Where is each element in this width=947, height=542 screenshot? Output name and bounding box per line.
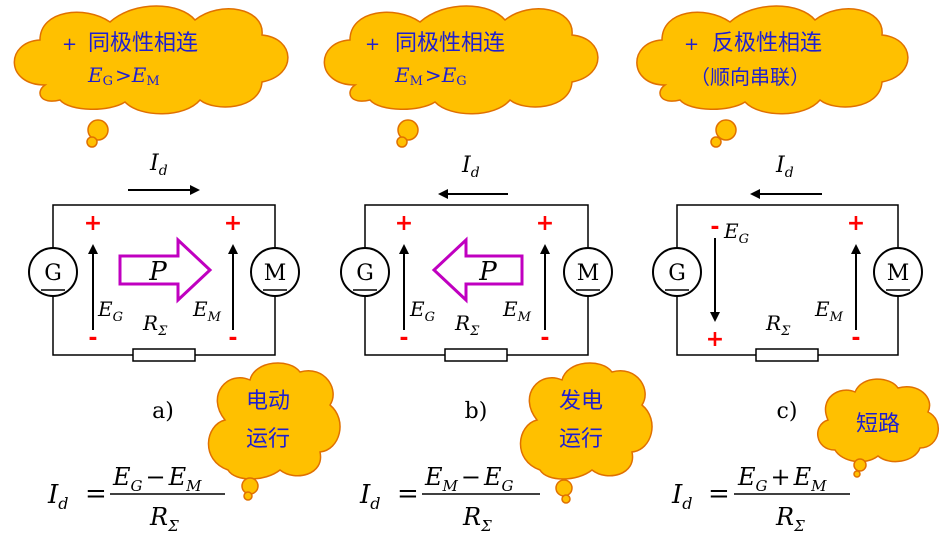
wire-loop [364,204,589,356]
generator-symbol [340,247,390,297]
gen-bottom-sign: + [706,327,724,352]
cloud-b-top: + 同极性相连 EM>EG [323,5,599,148]
formula-a: Id = EG−EM RΣ [47,463,225,535]
panel-c: + 反极性相连 （顺向串联） Id G M - + EG + - EM RΣ c… [636,5,939,535]
gen-bottom-sign: - [88,326,97,351]
cloud-bullet: + [365,34,380,55]
cloud-title: 反极性相连 [712,31,822,56]
resistor-label: RΣ [454,311,480,339]
mode-line1: 短路 [856,412,900,437]
condition-text: EM>EG [394,63,467,89]
formula-lhs: Id [671,480,693,513]
mode-line2: 运行 [246,427,290,452]
power-flow-arrow [118,236,213,304]
current-label: Id [775,153,794,181]
motor-label: M [264,261,287,286]
caption: c) [777,399,798,424]
cloud-bullet: + [62,34,77,55]
circuit-b: Id G M + - EG + - EM RΣ P [340,153,613,362]
formula-b: Id = EM−EG RΣ [359,463,540,535]
generator-symbol [28,247,78,297]
power-label: P [478,257,497,287]
generator-label: G [44,261,62,286]
motor-symbol [873,247,923,297]
circuit-a: Id G M + - EG + - EM RΣ P [28,151,300,362]
power-flow-arrow [431,236,524,304]
cloud-title: 同极性相连 [395,31,505,56]
gen-emf-label: EG [723,219,749,247]
resistor [132,348,196,362]
cloud-a-mode: 电动 运行 [207,362,341,501]
cloud-bullet: + [684,34,699,55]
motor-top-sign: + [224,211,242,236]
formula-numerator: EG+EM [737,463,827,495]
mode-line1: 发电 [559,389,603,414]
current-label: Id [461,153,480,181]
generator-symbol [652,247,702,297]
motor-bottom-sign: - [851,326,860,351]
formula-numerator: EM−EG [424,463,514,495]
mode-line2: 运行 [559,427,603,452]
gen-emf-label: EG [97,297,123,325]
wire-loop [52,204,276,356]
formula-numerator: EG−EM [112,463,202,495]
caption: b) [465,399,488,424]
caption: a) [152,399,174,424]
motor-emf-label: EM [814,297,844,325]
motor-top-sign: + [847,211,865,236]
cloud-title: 同极性相连 [88,31,198,56]
cloud-line2: （顺向串联） [690,65,810,89]
formula-eq: = [397,479,419,509]
gen-emf-label: EG [409,297,435,325]
formula-eq: = [85,479,107,509]
formula-denominator: RΣ [775,503,805,535]
motor-top-sign: + [536,211,554,236]
motor-label: M [887,261,910,286]
gen-top-sign: + [395,211,413,236]
wire-loop [676,204,899,356]
cloud-c-top: + 反极性相连 （顺向串联） [636,5,909,148]
gen-top-sign: - [710,215,719,240]
cloud-a-top: + 同极性相连 EG>EM [13,5,289,148]
condition-text: EG>EM [87,63,160,89]
mode-line1: 电动 [246,389,290,414]
resistor [755,348,819,362]
formula-c: Id = EG+EM RΣ [671,463,850,535]
formula-eq: = [708,479,730,509]
formula-denominator: RΣ [149,503,179,535]
generator-label: G [356,261,374,286]
motor-symbol [563,247,613,297]
motor-emf-label: EM [502,297,532,325]
cloud-b-mode: 发电 运行 [519,362,653,504]
generator-label: G [668,261,686,286]
formula-lhs: Id [47,480,69,513]
gen-bottom-sign: - [399,326,408,351]
resistor-label: RΣ [142,311,168,339]
resistor [444,348,508,362]
motor-bottom-sign: - [228,326,237,351]
current-label: Id [149,151,168,179]
formula-lhs: Id [359,480,381,513]
gen-top-sign: + [84,211,102,236]
formula-denominator: RΣ [462,503,492,535]
motor-emf-label: EM [192,297,222,325]
motor-label: M [577,261,600,286]
resistor-label: RΣ [765,311,791,339]
motor-symbol [250,247,300,297]
panel-b: + 同极性相连 EM>EG Id G M + - EG + - EM RΣ [323,5,653,535]
circuit-c: Id G M - + EG + - EM RΣ [652,153,923,362]
power-label: P [148,257,167,287]
panel-a: + 同极性相连 EG>EM Id G M + - EG + - EM RΣ [13,5,341,535]
motor-bottom-sign: - [540,326,549,351]
cloud-c-mode: 短路 [817,378,939,478]
